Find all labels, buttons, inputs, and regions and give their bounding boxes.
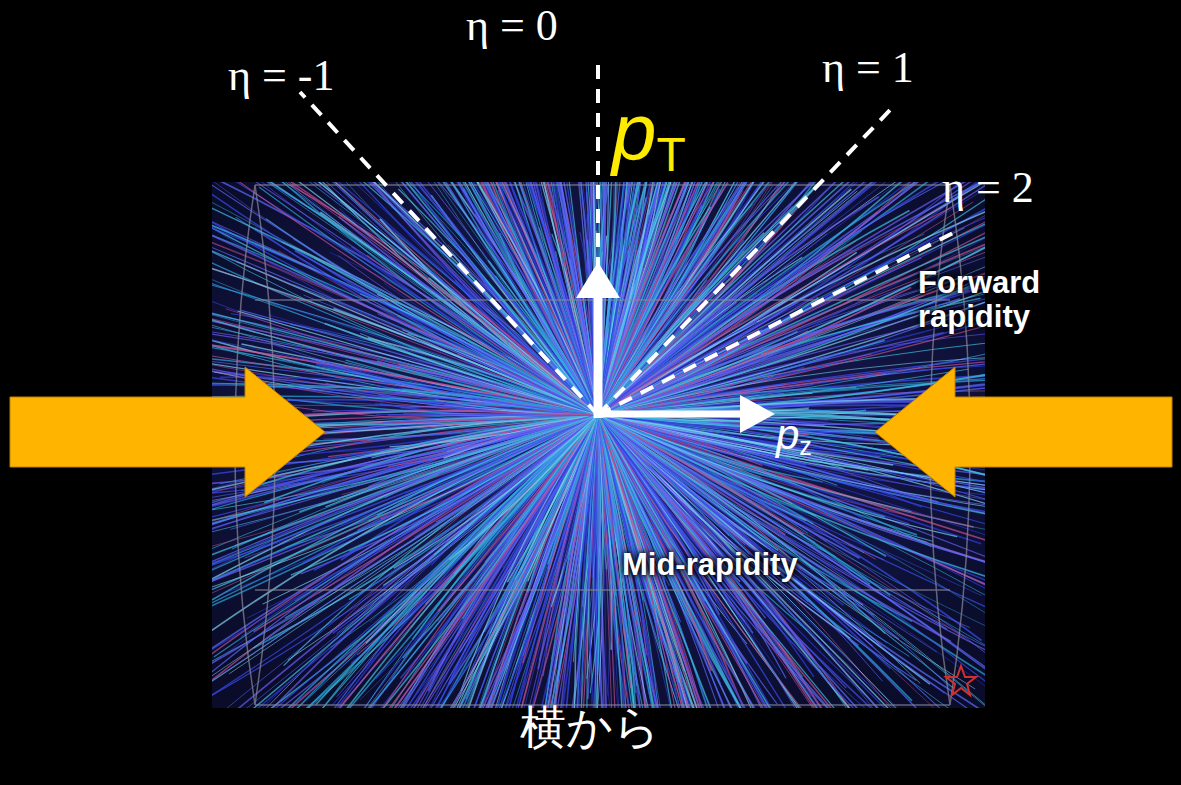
track: [598, 196, 985, 415]
track: [255, 182, 598, 415]
eta-label: η = 1: [822, 44, 914, 92]
track: [337, 415, 598, 634]
track: [529, 415, 598, 708]
track: [218, 182, 598, 415]
track: [598, 415, 944, 708]
track: [598, 415, 909, 656]
track: [294, 415, 598, 708]
view-caption: 横から: [520, 702, 660, 753]
track: [212, 193, 598, 415]
track: [598, 415, 658, 623]
track: [212, 182, 598, 415]
track: [598, 182, 755, 415]
track: [598, 415, 834, 708]
cylinder-outline: [235, 185, 970, 705]
momentum-label: pz: [776, 412, 812, 461]
track: [332, 415, 598, 708]
track: [598, 415, 950, 687]
track: [347, 182, 598, 415]
track: [363, 182, 598, 415]
track: [598, 415, 804, 455]
track: [331, 415, 598, 648]
track: [598, 207, 710, 415]
track: [379, 182, 598, 415]
track: [258, 182, 598, 415]
track: [534, 415, 598, 708]
track: [598, 228, 964, 415]
track: [263, 415, 598, 708]
track: [402, 182, 598, 415]
beam-arrows: [10, 367, 1172, 497]
track: [356, 415, 598, 708]
track: [363, 415, 598, 708]
eta-label: η = 0: [466, 2, 558, 50]
particle-tracks: [212, 182, 985, 708]
eta-lines: [300, 55, 955, 415]
track: [598, 415, 797, 485]
track: [272, 182, 598, 415]
track: [303, 415, 598, 563]
track: [598, 208, 950, 415]
track: [574, 415, 598, 708]
track: [598, 182, 951, 415]
track: [394, 415, 598, 568]
track: [238, 311, 598, 415]
track: [598, 415, 889, 708]
track: [598, 415, 949, 708]
track: [403, 182, 598, 415]
track: [598, 182, 985, 415]
track: [598, 415, 930, 684]
track: [263, 415, 598, 708]
region-label: Mid-rapidity: [622, 548, 798, 582]
track: [291, 415, 598, 575]
track: [598, 182, 985, 415]
track: [465, 182, 598, 415]
track: [598, 182, 762, 415]
track: [598, 415, 906, 666]
track: [598, 415, 814, 708]
track: [459, 415, 598, 708]
track: [598, 415, 945, 708]
track: [598, 182, 985, 415]
track: [346, 182, 598, 415]
track: [471, 182, 598, 415]
momentum-arrows: [576, 262, 775, 433]
star-logo: [946, 666, 976, 695]
eta-label: η = 2: [942, 164, 1034, 212]
track: [598, 182, 689, 415]
eta-label: η = -1: [228, 52, 334, 100]
track: [555, 207, 598, 415]
track: [598, 182, 879, 415]
region-label: Forward rapidity: [918, 266, 1048, 334]
track: [265, 415, 598, 708]
track: [273, 344, 598, 415]
track: [598, 182, 965, 415]
momentum-label: pT: [612, 88, 686, 182]
